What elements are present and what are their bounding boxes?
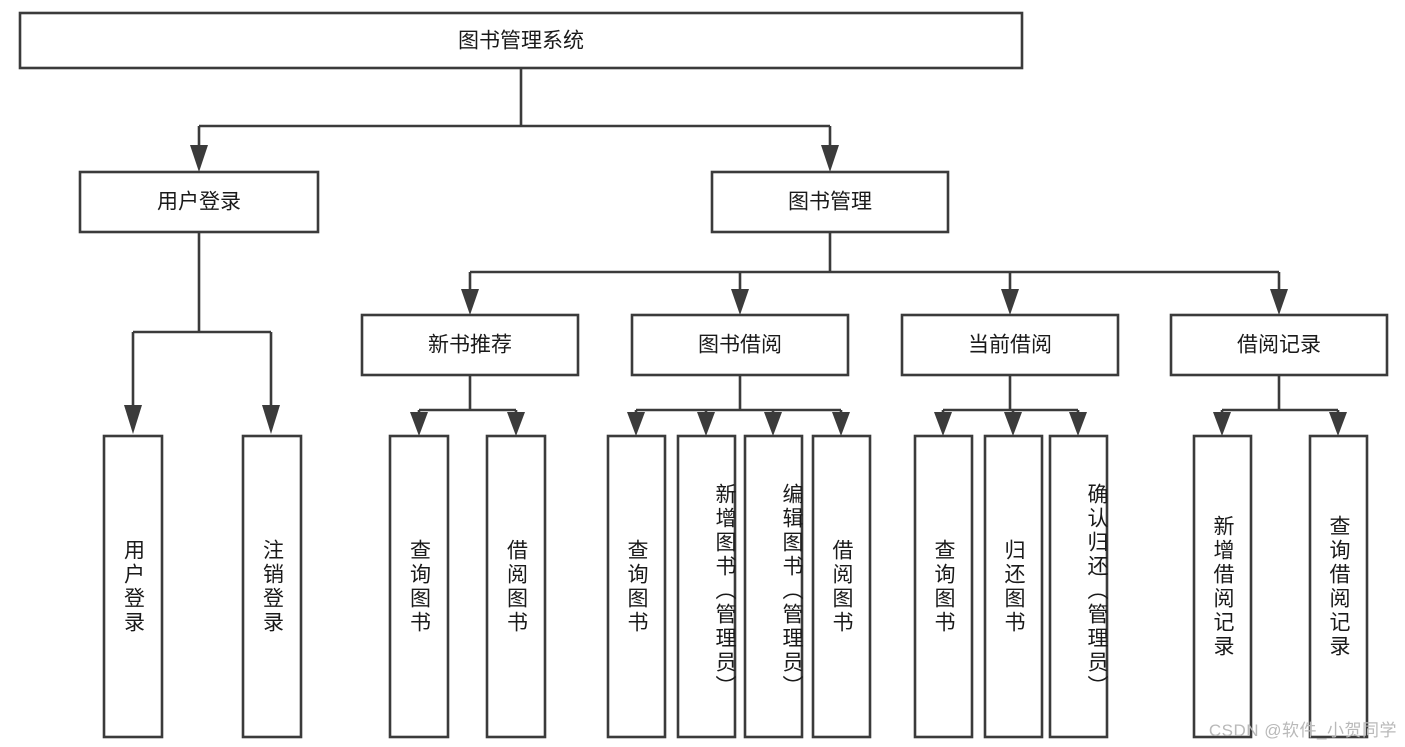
arrowhead-new-book [461,289,479,315]
arrowhead-leaf-user-login-2 [262,405,280,434]
node-current-borrow-label: 当前借阅 [968,334,1052,357]
node-root-label: 图书管理系统 [458,30,584,53]
leaf-box-new-book-1[interactable] [388,434,450,739]
leaf-box-user-login-2[interactable] [241,434,303,739]
leaf-box-current-borrow-1[interactable] [913,434,974,739]
node-user-login-label: 用户登录 [157,191,241,214]
leaf-box-current-borrow-3[interactable] [1048,434,1109,739]
leaf-box-book-borrow-4[interactable] [811,434,872,739]
arrowhead-book-mgmt [821,145,839,172]
leaf-box-current-borrow-2[interactable] [983,434,1044,739]
arrowhead-book-borrow [731,289,749,315]
node-user-login[interactable]: 用户登录 [78,170,320,234]
node-current-borrow[interactable]: 当前借阅 [900,313,1120,377]
arrowhead-leaf-current-borrow-2 [1004,412,1022,436]
arrowhead-leaf-new-book-1 [410,412,428,436]
node-new-book-recommend[interactable]: 新书推荐 [360,313,580,377]
arrowhead-leaf-current-borrow-1 [934,412,952,436]
leaf-box-book-borrow-2[interactable] [676,434,737,739]
leaf-box-new-book-2[interactable] [485,434,547,739]
node-book-borrow-label: 图书借阅 [698,334,782,357]
arrowhead-user-login [190,145,208,172]
arrowhead-leaf-current-borrow-3 [1069,412,1087,436]
arrowhead-current-borrow [1001,289,1019,315]
node-root-box[interactable] [18,11,1024,70]
arrowhead-leaf-book-borrow-3 [764,412,782,436]
node-new-book-recommend-label: 新书推荐 [428,334,512,357]
node-borrow-records-label: 借阅记录 [1237,334,1321,357]
arrowhead-leaf-user-login-1 [124,405,142,434]
leaf-box-borrow-records-1[interactable] [1192,434,1253,739]
node-new-book-recommend-box[interactable] [360,313,580,377]
node-current-borrow-box[interactable] [900,313,1120,377]
node-book-management-box[interactable] [710,170,950,234]
node-book-management-label: 图书管理 [788,191,872,214]
node-book-borrow[interactable]: 图书借阅 [630,313,850,377]
leaf-box-book-borrow-3[interactable] [743,434,804,739]
node-root[interactable]: 图书管理系统 [18,11,1024,70]
arrowhead-leaf-book-borrow-1 [627,412,645,436]
arrowhead-leaf-new-book-2 [507,412,525,436]
arrowhead-borrow-records [1270,289,1288,315]
leaf-box-book-borrow-1[interactable] [606,434,667,739]
arrowhead-leaf-book-borrow-2 [697,412,715,436]
node-borrow-records[interactable]: 借阅记录 [1169,313,1389,377]
arrowhead-leaf-borrow-records-1 [1213,412,1231,436]
leaf-box-borrow-records-2[interactable] [1308,434,1369,739]
leaf-box-user-login-1[interactable] [102,434,164,739]
csdn-watermark: CSDN @软件_小贺同学 [1208,721,1397,740]
arrowhead-leaf-book-borrow-4 [832,412,850,436]
node-borrow-records-box[interactable] [1169,313,1389,377]
node-book-management[interactable]: 图书管理 [710,170,950,234]
node-book-borrow-box[interactable] [630,313,850,377]
arrowhead-leaf-borrow-records-2 [1329,412,1347,436]
